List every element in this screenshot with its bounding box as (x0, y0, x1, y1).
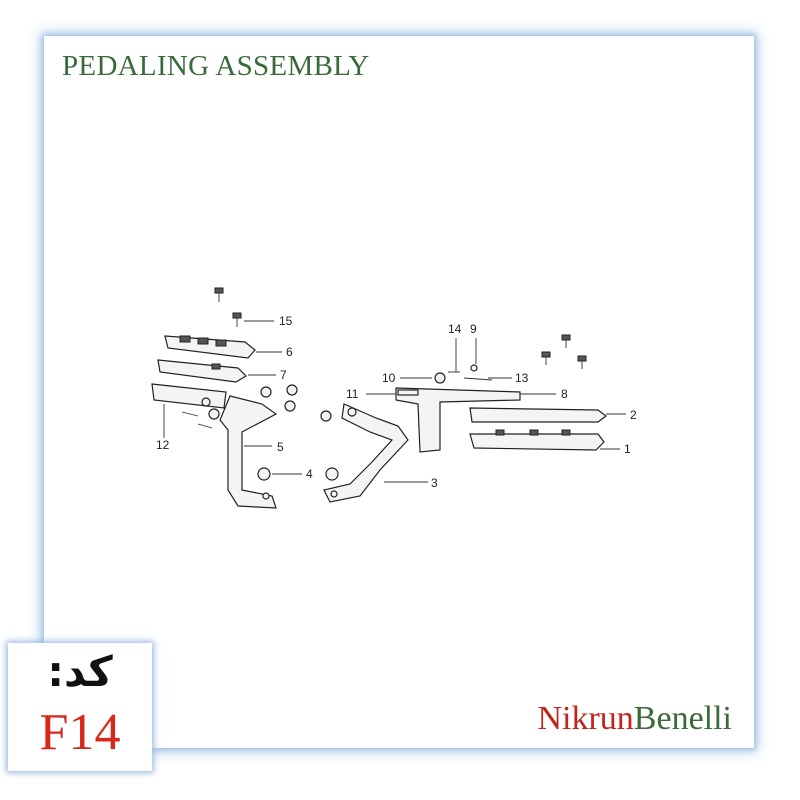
brand-logo: NikrunBenelli (537, 700, 732, 738)
callout-7: 7 (280, 368, 287, 382)
code-value: F14 (39, 704, 121, 761)
callout-5: 5 (277, 440, 284, 454)
callout-13: 13 (515, 371, 529, 385)
callout-15: 15 (279, 314, 293, 328)
code-label: کد: (47, 647, 113, 696)
screw-top-right (541, 334, 587, 369)
callout-8: 8 (561, 387, 568, 401)
callout-2: 2 (630, 408, 637, 422)
part-5-left-arm (219, 384, 298, 509)
callout-4: 4 (306, 467, 313, 481)
callout-10: 10 (382, 371, 396, 385)
part-1-footboard-bottom (469, 429, 605, 451)
part-7-footboard-base (157, 359, 247, 383)
callout-3: 3 (431, 476, 438, 490)
part-4-nuts (257, 410, 339, 481)
callout-12: 12 (156, 438, 170, 452)
brand-part-2: Benelli (633, 700, 732, 737)
part-8-hinge-plate (395, 364, 521, 453)
part-12-bracket (151, 383, 227, 429)
part-2-footboard-right (469, 407, 607, 423)
callout-6: 6 (286, 345, 293, 359)
part-6-footboard-top (164, 335, 256, 359)
callout-11: 11 (346, 387, 359, 401)
callout-9: 9 (470, 322, 477, 336)
part-3-right-arm (323, 403, 409, 503)
code-box: کد: F14 (8, 643, 152, 771)
brand-part-1: Nikrun (537, 700, 634, 737)
callout-1: 1 (624, 442, 631, 456)
page-title: PEDALING ASSEMBLY (62, 50, 370, 82)
callout-14: 14 (448, 322, 462, 336)
screw-top-left (214, 287, 242, 327)
